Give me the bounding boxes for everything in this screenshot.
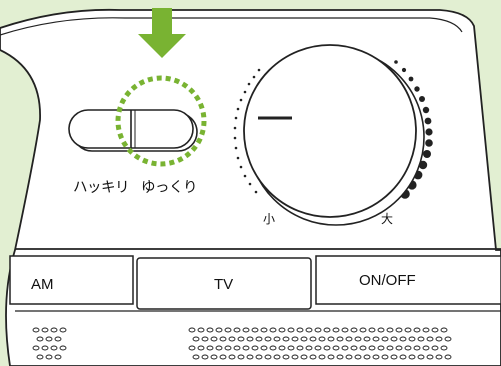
volume-dial[interactable] bbox=[243, 44, 425, 226]
speaker-grille-icon bbox=[32, 327, 452, 360]
speech-speed-switch[interactable] bbox=[68, 109, 198, 152]
arrow-down-icon bbox=[138, 8, 186, 58]
power-button[interactable] bbox=[315, 255, 501, 305]
tv-button[interactable] bbox=[136, 257, 312, 310]
am-button[interactable] bbox=[9, 255, 134, 305]
speed-label-slow: ゆっくり bbox=[141, 180, 198, 196]
dashed-circle-icon bbox=[115, 75, 207, 167]
tv-button-label: TV bbox=[214, 276, 234, 293]
power-button-label: ON/OFF bbox=[359, 272, 416, 289]
am-button-label: AM bbox=[31, 276, 54, 293]
volume-min-label: 小 bbox=[263, 212, 276, 226]
top-edge bbox=[0, 17, 463, 36]
speed-label-clear: ハッキリ bbox=[73, 180, 130, 196]
volume-max-label: 大 bbox=[381, 212, 394, 226]
